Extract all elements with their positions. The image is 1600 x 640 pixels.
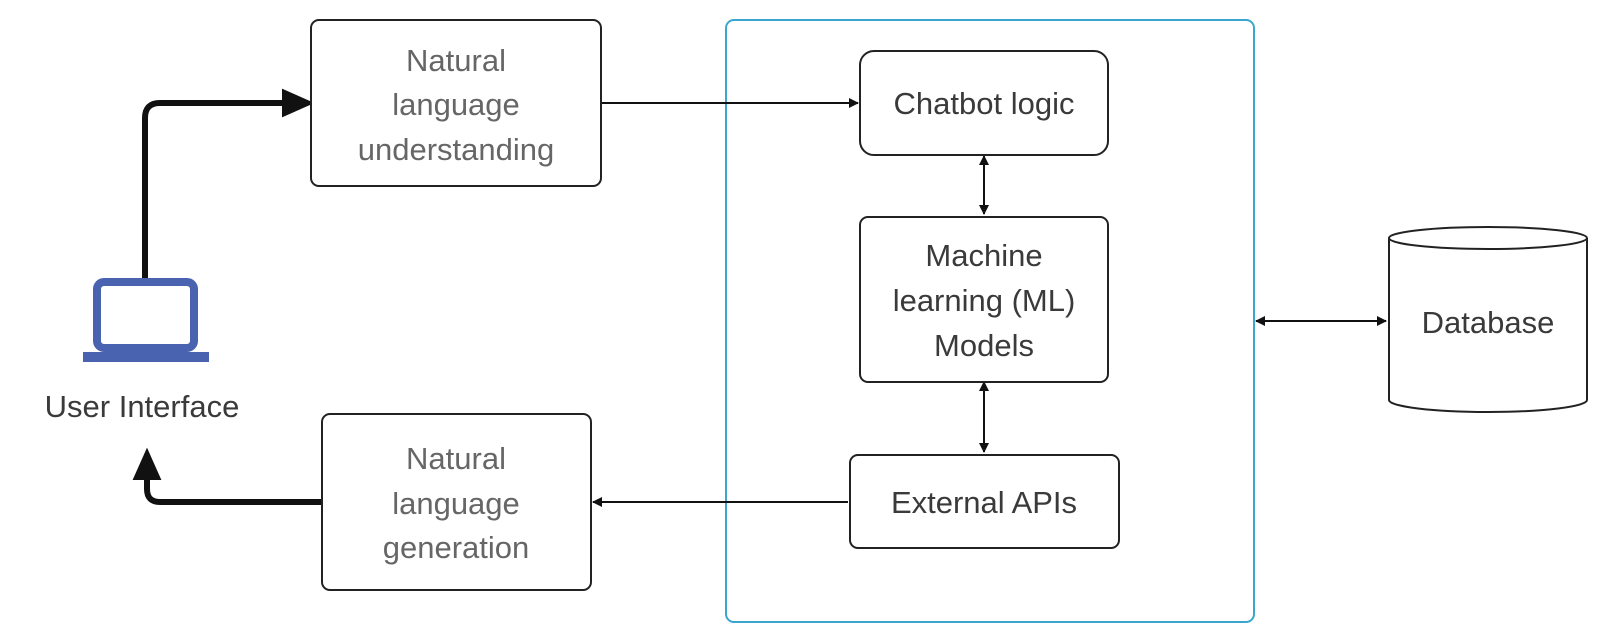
database-label: Database: [1422, 305, 1555, 340]
ml-models-line-1: Machine: [925, 238, 1042, 273]
node-external-apis: External APIs: [849, 454, 1120, 549]
nlu-line-2: language: [392, 87, 520, 122]
nlg-line-1: Natural: [406, 441, 506, 476]
node-database: Database: [1388, 226, 1588, 413]
nlu-line-1: Natural: [406, 43, 506, 78]
node-user-interface: User Interface: [45, 278, 240, 424]
ml-models-line-3: Models: [934, 328, 1034, 363]
node-chatbot-logic: Chatbot logic: [859, 50, 1109, 156]
node-machine-learning-models: Machine learning (ML) Models: [859, 216, 1109, 383]
edge-ui-to-nlu: [142, 88, 315, 283]
nlu-line-3: understanding: [358, 132, 555, 167]
nlg-line-3: generation: [383, 530, 530, 565]
node-natural-language-understanding: Natural language understanding: [310, 19, 602, 187]
chatbot-logic-label: Chatbot logic: [894, 86, 1075, 121]
node-natural-language-generation: Natural language generation: [321, 413, 592, 591]
cylinder-database-icon: [1388, 238, 1588, 413]
laptop-icon: [83, 278, 209, 362]
external-apis-label: External APIs: [891, 485, 1077, 520]
chatbot-engine-group: [725, 19, 1255, 623]
user-interface-label: User Interface: [45, 389, 240, 424]
nlg-line-2: language: [392, 486, 520, 521]
ml-models-line-2: learning (ML): [893, 283, 1076, 318]
cylinder-top: [1388, 226, 1588, 250]
edge-nlg-to-ui: [132, 447, 325, 505]
